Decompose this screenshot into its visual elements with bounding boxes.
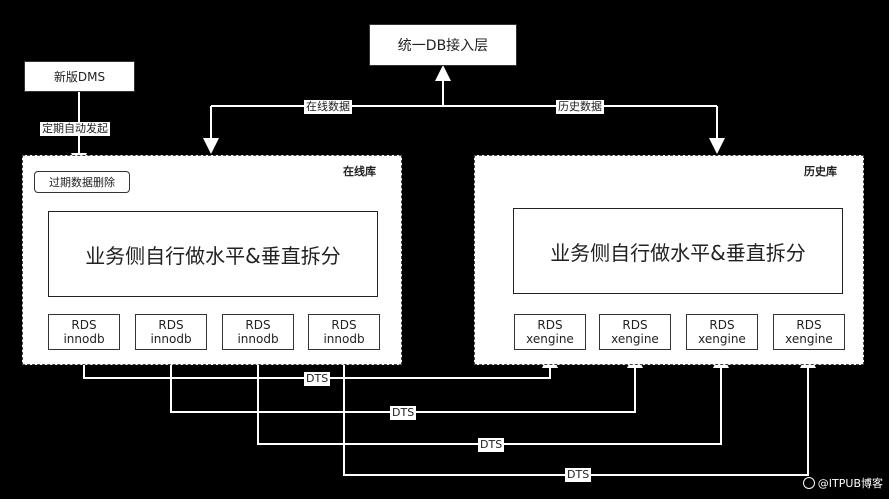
unified-db-access-layer-box: 统一DB接入层 xyxy=(369,24,517,66)
node-engine-line2: xengine xyxy=(526,332,574,346)
node-engine-line2: xengine xyxy=(698,332,746,346)
online-split-box: 业务侧自行做水平&垂直拆分 xyxy=(48,211,378,297)
history-rds-node-1: RDS xengine xyxy=(514,314,586,350)
history-panel-title: 历史库 xyxy=(804,165,837,178)
node-engine-line2: innodb xyxy=(237,332,279,346)
online-data-label: 在线数据 xyxy=(304,100,352,114)
node-engine-line1: RDS xyxy=(158,318,184,332)
history-rds-node-2: RDS xengine xyxy=(599,314,671,350)
online-panel-title: 在线库 xyxy=(343,165,376,178)
dts-label-1: DTS xyxy=(304,372,331,386)
expired-data-delete-box: 过期数据删除 xyxy=(34,171,130,193)
node-engine-line2: xengine xyxy=(611,332,659,346)
watermark-logo-icon xyxy=(802,477,815,489)
history-rds-node-4: RDS xengine xyxy=(773,314,845,350)
dts-label-3: DTS xyxy=(478,438,505,452)
watermark: @ITPUB博客 xyxy=(802,475,883,491)
node-engine-line1: RDS xyxy=(331,318,357,332)
history-rds-node-3: RDS xengine xyxy=(686,314,758,350)
node-engine-line1: RDS xyxy=(796,318,822,332)
history-split-box: 业务侧自行做水平&垂直拆分 xyxy=(513,208,843,294)
dms-edge-label: 定期自动发起 xyxy=(40,122,110,136)
node-engine-line1: RDS xyxy=(709,318,735,332)
node-engine-line1: RDS xyxy=(245,318,271,332)
history-data-label: 历史数据 xyxy=(556,100,604,114)
dms-box: 新版DMS xyxy=(24,61,135,92)
watermark-text: @ITPUB博客 xyxy=(817,477,883,490)
node-engine-line1: RDS xyxy=(71,318,97,332)
node-engine-line2: innodb xyxy=(63,332,105,346)
node-engine-line1: RDS xyxy=(622,318,648,332)
online-rds-node-4: RDS innodb xyxy=(308,314,380,350)
node-engine-line2: xengine xyxy=(785,332,833,346)
online-rds-node-3: RDS innodb xyxy=(222,314,294,350)
online-rds-node-1: RDS innodb xyxy=(48,314,120,350)
dts-label-4: DTS xyxy=(565,468,592,482)
node-engine-line2: innodb xyxy=(150,332,192,346)
node-engine-line1: RDS xyxy=(537,318,563,332)
online-rds-node-2: RDS innodb xyxy=(135,314,207,350)
dts-label-2: DTS xyxy=(390,406,417,420)
node-engine-line2: innodb xyxy=(323,332,365,346)
